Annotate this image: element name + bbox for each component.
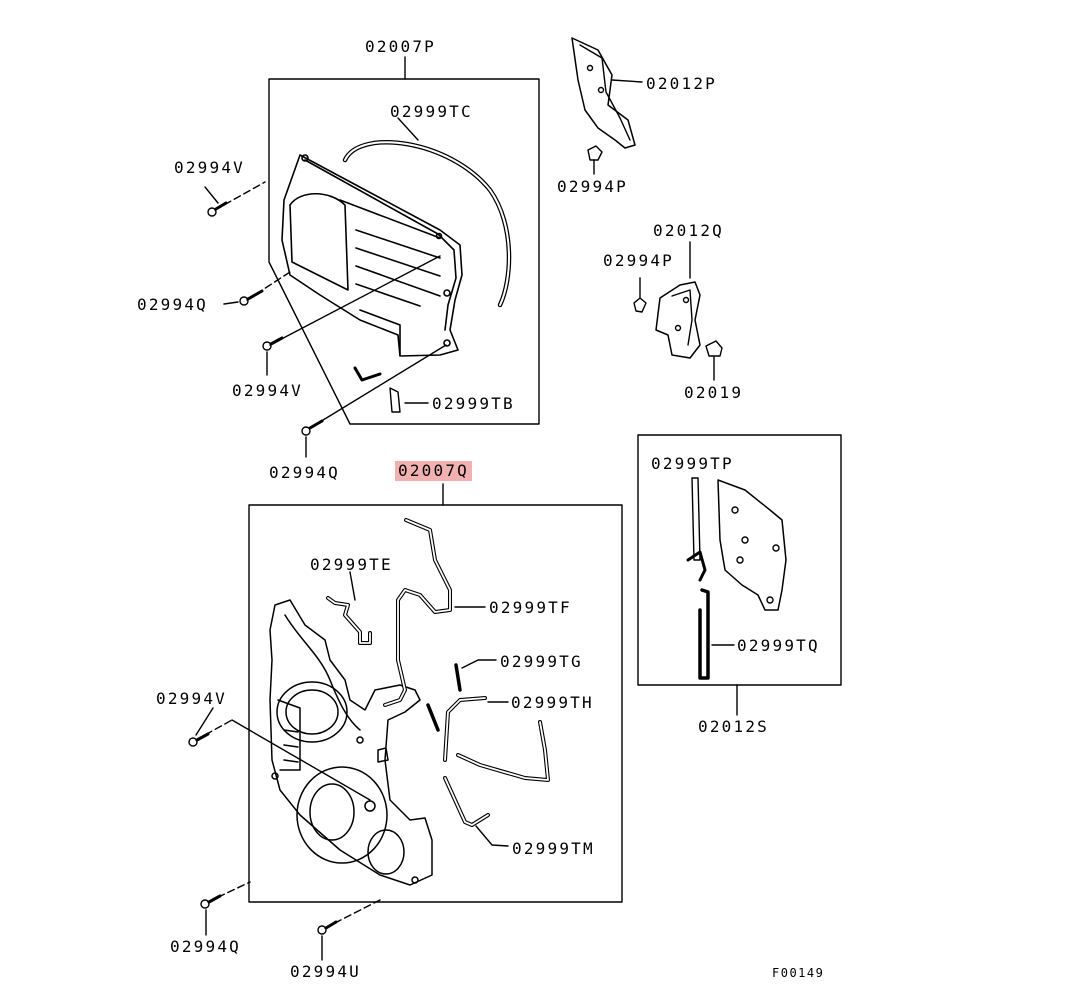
lower-cover-part bbox=[269, 599, 433, 886]
label-02994Q-c[interactable]: 02994Q bbox=[170, 937, 241, 956]
label-02999TG[interactable]: 02999TG bbox=[500, 652, 583, 671]
label-02012Q[interactable]: 02012Q bbox=[653, 221, 724, 240]
label-02994Q-b[interactable]: 02994Q bbox=[269, 463, 340, 482]
lower-cover-group bbox=[188, 483, 623, 961]
label-02012S[interactable]: 02012S bbox=[698, 717, 769, 736]
label-02999TH[interactable]: 02999TH bbox=[511, 693, 594, 712]
bracket-02012Q-part bbox=[633, 241, 723, 381]
upper-cover-part bbox=[281, 154, 463, 357]
label-02994V-mid[interactable]: 02994V bbox=[232, 381, 303, 400]
label-02999TQ[interactable]: 02999TQ bbox=[737, 636, 820, 655]
label-02019[interactable]: 02019 bbox=[684, 383, 744, 402]
label-02999TM[interactable]: 02999TM bbox=[512, 839, 595, 858]
label-02999TB[interactable]: 02999TB bbox=[432, 394, 515, 413]
bolt-02994Q-b bbox=[301, 344, 447, 458]
label-02999TE[interactable]: 02999TE bbox=[310, 555, 393, 574]
label-02994V-top[interactable]: 02994V bbox=[174, 158, 245, 177]
label-02007P[interactable]: 02007P bbox=[365, 37, 436, 56]
upper-cover-group bbox=[204, 56, 540, 458]
bolt-02994Q-a bbox=[223, 271, 291, 306]
label-02994P-a[interactable]: 02994P bbox=[557, 177, 628, 196]
upper-cover-box bbox=[268, 78, 540, 425]
label-02994U[interactable]: 02994U bbox=[290, 962, 361, 981]
label-02999TF[interactable]: 02999TF bbox=[489, 598, 572, 617]
bolt-02994V-mid bbox=[262, 255, 441, 376]
label-02994V-low[interactable]: 02994V bbox=[156, 689, 227, 708]
bracket-02012P-part bbox=[571, 37, 643, 175]
bolt-02994V-top bbox=[204, 181, 266, 217]
assembly-02012S-box bbox=[637, 434, 842, 686]
label-02994P-b[interactable]: 02994P bbox=[603, 251, 674, 270]
label-02994Q-a[interactable]: 02994Q bbox=[137, 295, 208, 314]
label-02999TP[interactable]: 02999TP bbox=[651, 454, 734, 473]
label-02999TC[interactable]: 02999TC bbox=[390, 102, 473, 121]
assembly-02012S-group bbox=[637, 434, 842, 716]
label-02007Q-highlighted[interactable]: 02007Q bbox=[395, 461, 472, 481]
lower-cover-box bbox=[248, 504, 623, 903]
label-02012P[interactable]: 02012P bbox=[646, 74, 717, 93]
figure-code: F00149 bbox=[772, 966, 825, 980]
